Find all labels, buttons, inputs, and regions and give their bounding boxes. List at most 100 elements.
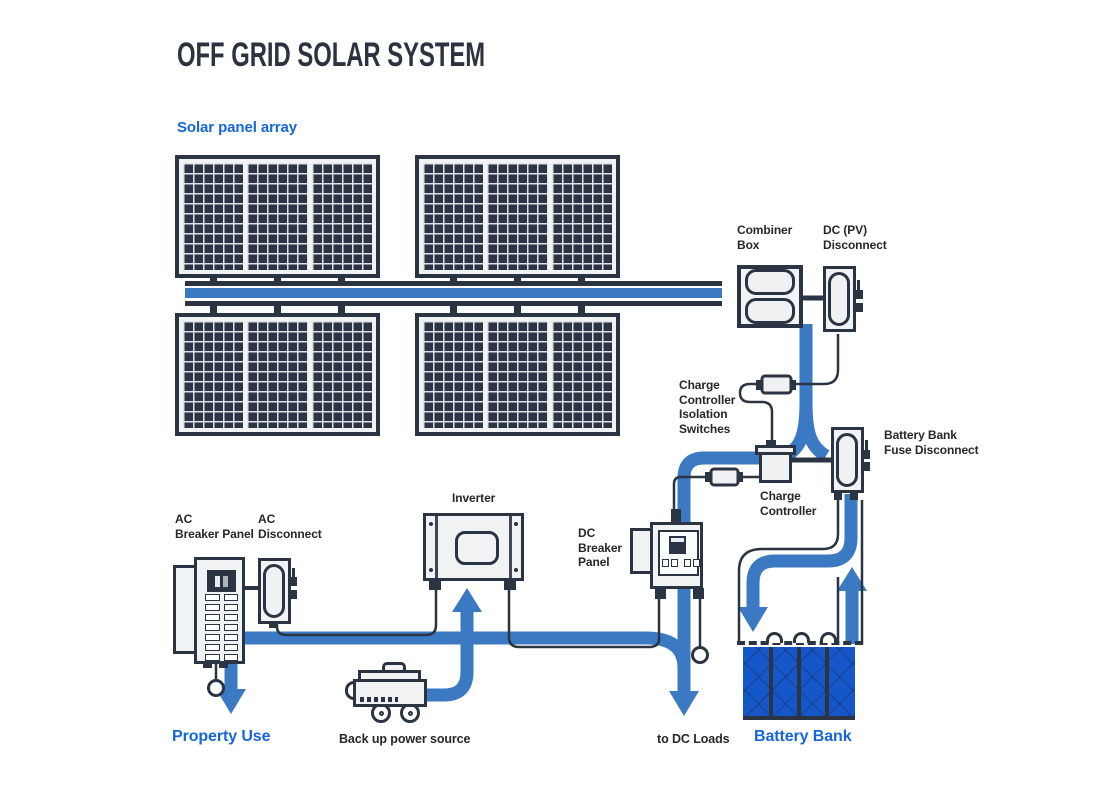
- fusedisc-stub: [850, 491, 858, 500]
- pipe-branch-to-fuse-disconnect: [799, 401, 830, 462]
- solar-panel: [311, 163, 372, 270]
- battery-terminal: [766, 632, 783, 643]
- solar-panel: [487, 163, 548, 270]
- combiner-fuse-slot: [745, 269, 795, 295]
- battery-cell-divider: [825, 647, 829, 716]
- inverter-foot: [429, 579, 441, 590]
- label-solar-array: Solar panel array: [177, 119, 298, 136]
- dc-breaker-foot: [693, 588, 704, 599]
- label-isolation-switches: Charge Controller Isolation Switches: [679, 378, 736, 436]
- screw-icon: [514, 522, 518, 526]
- solar-panel: [551, 163, 612, 270]
- label-charge-controller: Charge Controller: [760, 489, 817, 518]
- label-combiner-box: Combiner Box: [737, 223, 793, 252]
- bus-bar-top: [185, 281, 722, 286]
- panel-leg: [274, 274, 281, 283]
- pipe-main-bottom-bus: [231, 631, 691, 669]
- battery-cell-divider: [797, 647, 801, 716]
- battery-fuse-switch: [836, 433, 858, 487]
- solar-panel-group: [175, 155, 380, 278]
- generator-wheel-hub: [378, 710, 384, 716]
- isolation-switch-1: [756, 374, 796, 395]
- inverter: [423, 513, 524, 581]
- dc-breaker-switch-row: [662, 559, 700, 567]
- panel-leg: [338, 304, 345, 314]
- label-inverter: Inverter: [452, 491, 496, 505]
- charge-controller: [759, 452, 792, 483]
- ac-breaker-foot: [219, 661, 228, 668]
- arrow-to-dc-loads: [669, 691, 699, 716]
- dc-pv-handle-lever: [857, 280, 860, 290]
- pipe-charge-into-battery: [746, 494, 858, 607]
- charge-controller-terminal: [766, 440, 776, 448]
- combiner-fuse-slot: [745, 298, 795, 324]
- battery-bank: [743, 647, 855, 720]
- wire-inverter-to-dc-breaker: [507, 589, 661, 649]
- page-title: OFF GRID SOLAR SYSTEM: [177, 36, 486, 74]
- wire-inverter-to-ac-disconnect: [275, 589, 438, 637]
- ac-breaker-foot: [203, 661, 212, 668]
- inverter-rail: [509, 516, 512, 578]
- solar-panel-group: [415, 313, 620, 436]
- label-backup-power: Back up power source: [339, 732, 471, 746]
- ac-disconnect-stub: [269, 620, 277, 628]
- solar-panel-group: [415, 155, 620, 278]
- inverter-rail: [435, 516, 438, 578]
- panel-leg: [338, 274, 345, 283]
- combiner-box: [737, 265, 803, 328]
- wire-controller-switch2-to-dc-breaker: [672, 475, 759, 514]
- screw-icon: [429, 522, 433, 526]
- label-property-use: Property Use: [172, 728, 271, 745]
- dc-breaker-panel: [650, 522, 703, 589]
- fusedisc-handle: [863, 450, 870, 459]
- label-battery-fuse-disconnect: Battery Bank Fuse Disconnect: [884, 428, 979, 457]
- wire-fusedisc-to-battery-left: [737, 497, 840, 645]
- panel-leg: [578, 274, 585, 283]
- solar-panel: [551, 321, 612, 428]
- inverter-foot: [504, 579, 516, 590]
- panel-leg: [210, 304, 217, 314]
- label-battery-bank: Battery Bank: [754, 728, 852, 745]
- fusedisc-handle-lever: [865, 440, 868, 450]
- generator-body: [353, 679, 427, 707]
- label-dc-pv-disconnect: DC (PV) Disconnect: [823, 223, 887, 252]
- solar-panel: [247, 321, 308, 428]
- panel-leg: [514, 304, 521, 314]
- ac-breaker-panel: [194, 557, 245, 664]
- label-ac-disconnect: AC Disconnect: [258, 512, 322, 541]
- panel-leg: [578, 304, 585, 314]
- generator-wheel-hub: [407, 710, 413, 716]
- ac-disconnect-lever: [292, 568, 295, 577]
- arrow-property-use: [216, 689, 246, 714]
- dc-breaker-foot: [655, 588, 666, 599]
- inverter-display: [455, 531, 499, 565]
- ac-disconnect-handle: [290, 577, 297, 586]
- fusedisc-stub: [834, 491, 842, 500]
- screw-icon: [514, 568, 518, 572]
- generator-handle: [345, 681, 357, 700]
- battery-cell-divider: [769, 647, 773, 716]
- bus-bar-bottom: [185, 301, 722, 306]
- ac-breaker-main-switch: [207, 570, 236, 592]
- fusedisc-handle: [863, 462, 870, 471]
- isolation-switch-2: [705, 467, 743, 487]
- panel-leg: [514, 274, 521, 283]
- label-ac-breaker-panel: AC Breaker Panel: [175, 512, 254, 541]
- dc-pv-handle: [855, 303, 863, 312]
- junction-node-dc: [691, 646, 709, 664]
- ac-breaker-switch-grid: [205, 594, 238, 661]
- arrow-into-battery: [738, 607, 768, 632]
- battery-terminal: [820, 632, 837, 643]
- wire-switch1-to-controller: [738, 382, 774, 448]
- battery-top-line: [737, 641, 863, 645]
- junction-node-ac: [207, 679, 225, 697]
- arrow-battery-up: [837, 567, 867, 591]
- battery-terminal: [793, 632, 810, 643]
- arrow-into-inverter: [452, 588, 482, 612]
- panel-leg: [450, 274, 457, 283]
- dc-pv-handle: [855, 290, 863, 299]
- dc-pv-disconnect-switch: [828, 272, 850, 326]
- dc-breaker-display: [669, 536, 686, 554]
